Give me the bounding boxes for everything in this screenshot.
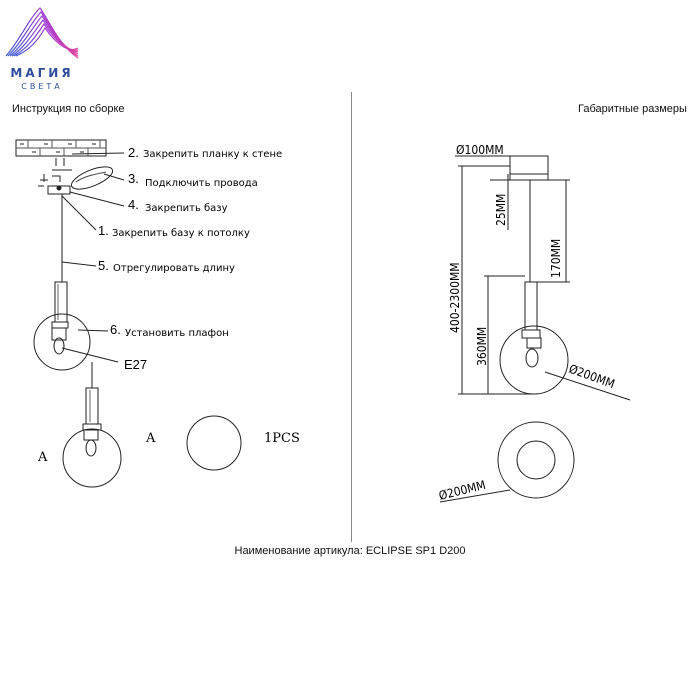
wire-connector (70, 166, 114, 190)
dim-shade-diameter-bottom: Ø200MM (437, 478, 487, 503)
steps-list: 2. Закрепить планку к стене 3. Подключит… (98, 145, 282, 339)
part-a-label: A (37, 450, 48, 465)
canopy-base (38, 174, 71, 195)
dim-canopy-height: 25MM (494, 194, 508, 226)
dim-total-length: 400-2300MM (448, 262, 462, 333)
brand-name: МАГИЯ (10, 66, 74, 80)
step-text: Закрепить планку к стене (143, 149, 282, 160)
bulb (53, 337, 65, 355)
socket-label: E27 (124, 357, 147, 372)
rod (54, 281, 68, 323)
assembly-title: Инструкция по сборке (12, 103, 125, 115)
quantity-label: 1PCS (264, 431, 300, 446)
dim-canopy: Ø100MM (456, 143, 504, 157)
part-a-label-2: A (145, 431, 156, 446)
logo-wave-icon (5, 7, 79, 59)
part-a-shade (62, 428, 122, 488)
dim-shade-diameter: Ø200MM (567, 362, 617, 391)
step-text: Установить плафон (125, 328, 229, 339)
part-a-glass (186, 415, 242, 471)
step-num: 1. (98, 223, 109, 238)
step-num: 6. (110, 322, 121, 337)
dimensions-title: Габаритные размеры (578, 103, 687, 115)
brand-subtitle: СВЕТА (21, 82, 63, 91)
dim-shade-drop: 360MM (475, 327, 489, 366)
article-name: Наименование артикула: ECLIPSE SP1 D200 (234, 545, 466, 557)
step-text: Закрепить базу (145, 203, 228, 214)
glass-shade (33, 313, 91, 371)
wall-bracket (15, 139, 107, 157)
step-text: Отрегулировать длину (113, 263, 235, 274)
dimension-drawing (439, 155, 631, 503)
step-num: 4. (128, 197, 139, 212)
step-num: 2. (128, 145, 139, 160)
step-num: 5. (98, 258, 109, 273)
screws (52, 158, 72, 171)
brand-logo: МАГИЯ СВЕТА (0, 0, 90, 100)
step-num: 3. (128, 171, 139, 186)
step-text: Подключить провода (145, 178, 258, 189)
dim-rod: 170MM (549, 239, 563, 278)
step-text: Закрепить базу к потолку (112, 228, 250, 239)
divider (351, 92, 352, 542)
